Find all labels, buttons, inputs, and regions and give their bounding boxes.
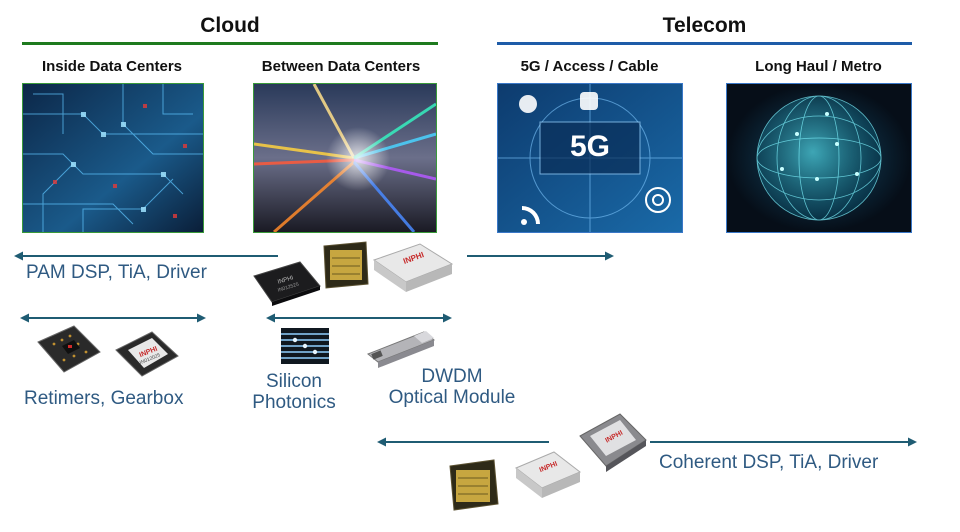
circuit-board-network-image — [22, 83, 204, 233]
retimers-gearbox-label: Retimers, Gearbox — [24, 388, 184, 409]
coherent-dsp-chip-icon: INPHI — [576, 410, 650, 474]
dwdm-line-2: Optical Module — [388, 387, 516, 408]
coherent-inphi-module-icon: INPHI — [512, 444, 584, 504]
black-chip-icon: INPHI IN012525 — [250, 258, 322, 306]
telecom-section-title: Telecom — [662, 14, 747, 37]
inphi-module-chip-icon: INPHI — [370, 238, 456, 298]
dwdm-module-label: DWDM Optical Module — [372, 366, 532, 408]
telecom-section-rule — [497, 42, 912, 45]
pam-telecom-arrow — [467, 251, 614, 261]
column-heading-long-haul: Long Haul / Metro — [755, 58, 882, 75]
silicon-photonics-line-2: Photonics — [252, 392, 336, 413]
gearbox-chip-icon: INPHI IN012025 — [112, 328, 182, 382]
black-chip-brand: INPHI — [277, 275, 294, 286]
coherent-dsp-label: Coherent DSP, TiA, Driver — [659, 452, 879, 473]
5g-badge-text: 5G — [570, 130, 610, 163]
silicon-photonics-label: Silicon Photonics — [240, 371, 348, 413]
column-heading-5g: 5G / Access / Cable — [520, 58, 659, 75]
coherent-gold-die-icon — [444, 458, 502, 512]
coherent-right-arrow — [650, 437, 917, 447]
gold-die-icon — [318, 240, 372, 290]
pam-dsp-label: PAM DSP, TiA, Driver — [26, 262, 207, 283]
column-heading-inside-dc: Inside Data Centers — [41, 58, 183, 75]
pam-arrow — [14, 251, 278, 261]
silicon-photonics-chip-icon — [281, 328, 329, 364]
dwdm-line-1: DWDM — [421, 366, 483, 387]
coherent-left-arrow — [377, 437, 549, 447]
dwdm-optical-module-icon — [364, 326, 438, 368]
silicon-photonics-line-1: Silicon — [266, 371, 322, 392]
glowing-globe-network-image — [726, 83, 912, 233]
retimers-arrow — [20, 313, 206, 323]
retimer-chip-icon — [34, 322, 104, 378]
5g-network-icons-image: 5G — [497, 83, 683, 233]
light-speed-tunnel-image — [253, 83, 437, 233]
cloud-section-title: Cloud — [200, 14, 260, 37]
cloud-section-rule — [22, 42, 438, 45]
column-heading-between-dc: Between Data Centers — [261, 58, 421, 75]
photonics-arrow — [266, 313, 452, 323]
